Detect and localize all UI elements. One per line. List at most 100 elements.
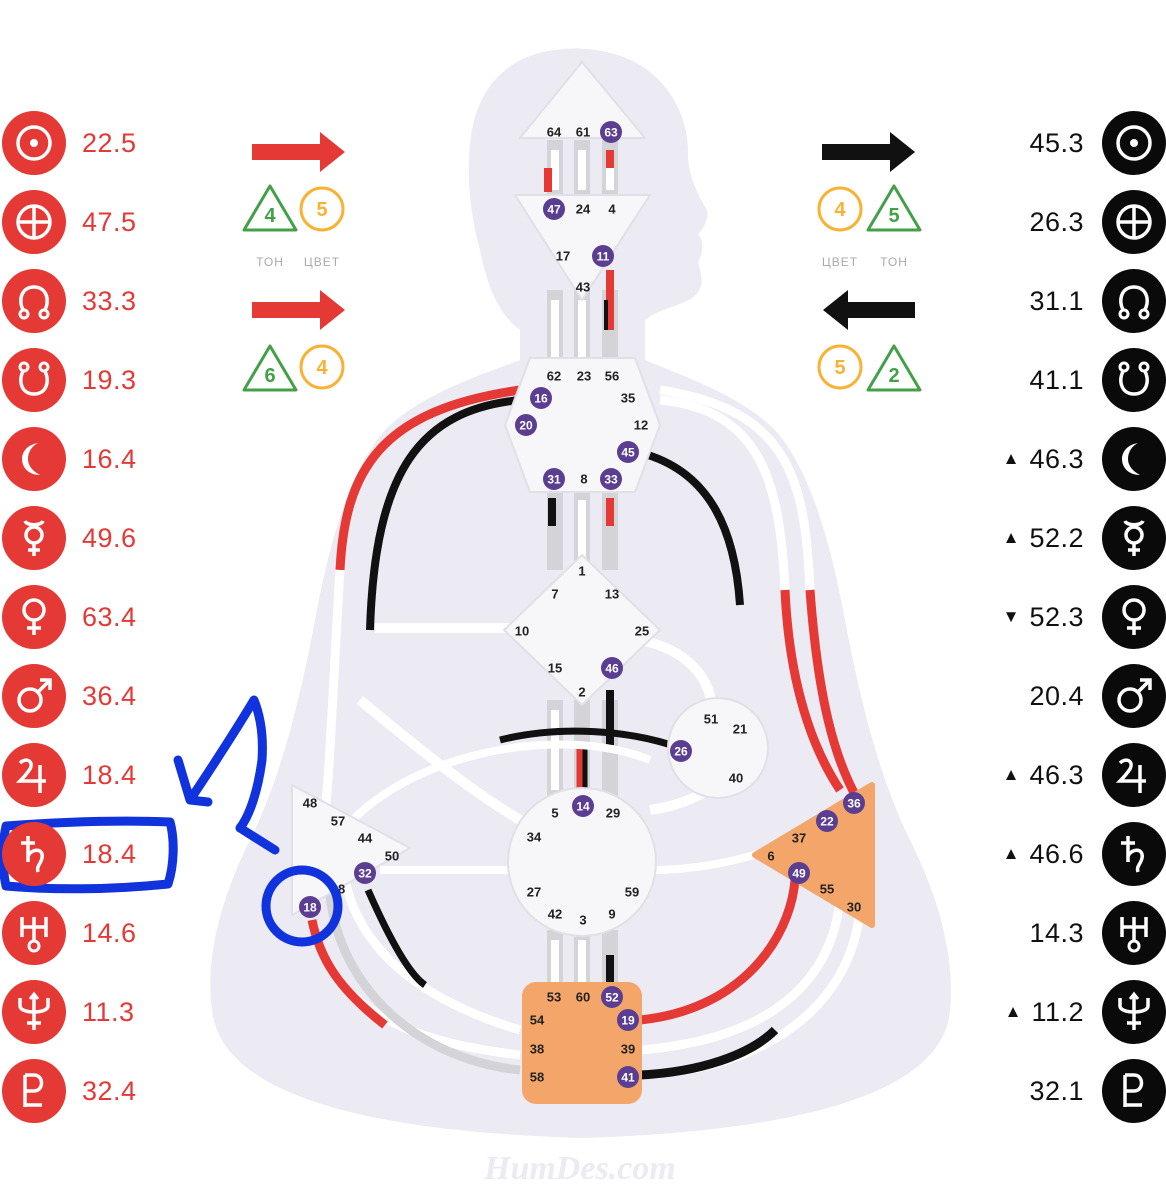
planet-gate-value: 63.4 — [82, 601, 137, 632]
planet-row: 11.3 — [2, 979, 135, 1045]
planet-row: 18.4 — [2, 821, 137, 887]
gate-number: 7 — [551, 587, 558, 602]
planet-row: ▲11.2 — [1005, 979, 1166, 1045]
active-gate-marker — [530, 387, 552, 409]
gate-number: 40 — [729, 771, 743, 786]
planet-gate-value: 26.3 — [1029, 206, 1084, 237]
planet-row: ▲46.3 — [1003, 742, 1166, 808]
gate-number: 32 — [358, 867, 372, 881]
gate-number: 12 — [634, 418, 648, 433]
uranus-icon — [2, 901, 66, 965]
gate-number: 44 — [358, 831, 373, 846]
planet-gate-value: 31.1 — [1029, 285, 1084, 316]
gate-number: 36 — [847, 797, 861, 811]
annotation-circle — [261, 865, 343, 947]
south-node-icon — [1102, 348, 1166, 412]
blue-annotation — [0, 695, 343, 947]
gate-number: 14 — [576, 800, 590, 814]
gate-number: 30 — [847, 900, 861, 915]
moon-icon — [2, 427, 66, 491]
annotation-arrow — [173, 695, 280, 855]
jupiter-icon — [2, 743, 66, 807]
active-gate-marker — [354, 862, 376, 884]
planet-row: 32.1 — [1029, 1058, 1166, 1124]
planet-gate-value: 32.4 — [82, 1075, 137, 1106]
planet-gate-value: 14.6 — [82, 917, 137, 948]
planet-gate-value: 18.4 — [82, 838, 137, 869]
active-gate-marker — [617, 1066, 639, 1088]
gate-number: 8 — [580, 472, 587, 487]
gate-number: 3 — [579, 913, 586, 928]
variable-arrows — [252, 132, 915, 330]
direction-marker: ▲ — [1004, 1002, 1022, 1021]
planet-gate-value: 36.4 — [82, 680, 137, 711]
gate-number: 27 — [527, 885, 541, 900]
color-right-bottom: 5 — [834, 357, 845, 379]
head-center — [519, 61, 646, 139]
gate-number: 20 — [519, 419, 533, 433]
gate-number: 58 — [530, 1070, 544, 1085]
pluto-icon — [2, 1059, 66, 1123]
planet-row: 33.3 — [2, 268, 137, 334]
arrow-right-red-top — [252, 132, 345, 172]
mars-icon — [1102, 664, 1166, 728]
saturn-icon — [2, 822, 66, 886]
tone-left-top: 4 — [264, 205, 276, 227]
gate-number: 49 — [792, 867, 806, 881]
planet-gate-value: 20.4 — [1029, 680, 1084, 711]
planet-row: 36.4 — [2, 663, 137, 729]
ego-center — [667, 697, 769, 799]
gate-number: 4 — [608, 202, 616, 217]
neptune-icon — [2, 980, 66, 1044]
gate-number: 46 — [605, 662, 619, 676]
mercury-icon — [1102, 506, 1166, 570]
variable-badges: 4 5 ТОН ЦВЕТ 6 4 4 5 ЦВЕТ ТОН 5 2 — [242, 184, 922, 392]
saturn-icon — [1102, 822, 1166, 886]
active-gate-marker — [515, 414, 537, 436]
arrow-left-black-bottom — [823, 290, 915, 330]
uranus-icon — [1102, 901, 1166, 965]
active-gate-marker — [601, 657, 623, 679]
gate-number: 10 — [515, 624, 529, 639]
gate-number: 15 — [548, 661, 562, 676]
planet-row: 47.5 — [2, 189, 137, 255]
planet-row: 19.3 — [2, 347, 137, 413]
planet-row: 41.1 — [1029, 347, 1166, 413]
planet-row: 18.4 — [2, 742, 137, 808]
planet-gate-value: 46.6 — [1029, 838, 1084, 869]
earth-icon — [2, 190, 66, 254]
active-gate-marker — [670, 740, 692, 762]
gate-number: 6 — [767, 849, 774, 864]
arrow-right-red-bottom — [252, 290, 345, 330]
planet-row: 14.6 — [2, 900, 137, 966]
jupiter-icon — [1102, 743, 1166, 807]
mercury-icon — [2, 506, 66, 570]
planet-row: 32.4 — [2, 1058, 137, 1124]
gate-number: 5 — [551, 806, 558, 821]
gate-number: 25 — [635, 624, 649, 639]
gate-number: 21 — [733, 722, 747, 737]
gate-number: 41 — [621, 1071, 635, 1085]
active-gate-marker — [600, 468, 622, 490]
planet-gate-value: 52.3 — [1029, 601, 1084, 632]
planet-gate-value: 22.5 — [82, 127, 137, 158]
active-gate-marker — [617, 1009, 639, 1031]
active-gate-marker — [299, 896, 321, 918]
watermark: HumDes.com — [484, 1150, 676, 1187]
planet-gate-value: 41.1 — [1029, 364, 1084, 395]
active-gate-marker — [572, 795, 594, 817]
gate-number: 47 — [547, 203, 561, 217]
planet-gate-value: 46.3 — [1029, 759, 1084, 790]
direction-marker: ▲ — [1002, 844, 1020, 863]
gate-number: 29 — [606, 806, 620, 821]
venus-icon — [2, 585, 66, 649]
gate-number: 52 — [605, 991, 619, 1005]
direction-marker: ▼ — [1002, 607, 1020, 626]
planet-row: ▲46.3 — [1003, 426, 1166, 492]
active-gate-marker — [543, 468, 565, 490]
planet-row: 63.4 — [2, 584, 137, 650]
active-gate-marker — [816, 810, 838, 832]
planet-row: 16.4 — [2, 426, 137, 492]
